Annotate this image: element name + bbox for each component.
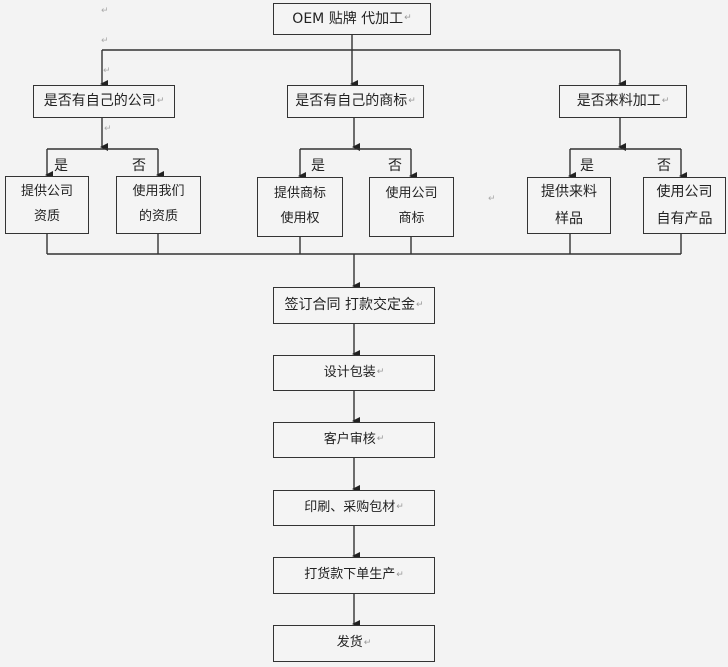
option-box-provide-trademark: 提供商标 使用权 <box>257 177 343 237</box>
yes-label: 是 <box>54 158 68 174</box>
step-text: 发货 <box>336 635 363 651</box>
option-box-own-products: 使用公司 自有产品 <box>643 177 726 234</box>
option-text: 使用公司 商标 <box>385 186 438 226</box>
return-mark: ↵ <box>376 367 385 378</box>
step-text: 印刷、采购包材 <box>304 499 396 515</box>
step-design-packaging: 设计包装↵ <box>273 355 435 391</box>
return-mark: ↵ <box>661 95 670 106</box>
return-mark: ↵ <box>408 95 416 106</box>
question-box-company: 是否有自己的公司↵ <box>33 85 175 118</box>
return-mark: ↵ <box>156 95 165 106</box>
return-mark: ↵ <box>103 66 111 76</box>
step-payment-production: 打货款下单生产↵ <box>273 557 435 594</box>
option-text: 使用公司 自有产品 <box>656 183 713 227</box>
return-mark: ↵ <box>396 502 404 513</box>
yes-label: 是 <box>580 158 594 174</box>
option-box-use-company-trademark: 使用公司 商标 <box>369 177 454 237</box>
question-label: 是否来料加工 <box>576 93 661 110</box>
option-box-use-our-credentials: 使用我们 的资质 <box>116 176 201 234</box>
question-label: 是否有自己的公司 <box>43 93 156 110</box>
step-shipping: 发货↵ <box>273 625 435 662</box>
return-mark: ↵ <box>101 36 109 46</box>
step-text: 设计包装 <box>323 364 376 380</box>
return-mark: ↵ <box>104 124 112 134</box>
step-text: 打货款下单生产 <box>304 567 396 583</box>
no-label: 否 <box>388 158 402 174</box>
step-customer-review: 客户审核↵ <box>273 422 435 458</box>
title-text: OEM 贴牌 代加工 <box>292 10 404 27</box>
option-box-provide-company: 提供公司 资质 <box>5 176 89 234</box>
return-mark: ↵ <box>396 569 404 580</box>
step-text: 签订合同 打款交定金 <box>284 297 415 314</box>
no-label: 否 <box>657 158 671 174</box>
question-box-material: 是否来料加工↵ <box>559 85 687 118</box>
return-mark: ↵ <box>363 637 372 648</box>
step-sign-contract: 签订合同 打款交定金↵ <box>273 287 435 324</box>
no-label: 否 <box>132 158 146 174</box>
option-text: 提供来料 样品 <box>541 183 597 227</box>
option-text: 提供商标 使用权 <box>273 186 326 226</box>
step-text: 客户审核 <box>323 431 376 447</box>
return-mark: ↵ <box>488 194 496 204</box>
step-printing-procurement: 印刷、采购包材↵ <box>273 490 435 526</box>
return-mark: ↵ <box>404 13 412 24</box>
option-box-provide-samples: 提供来料 样品 <box>527 177 611 234</box>
option-text: 使用我们 的资质 <box>132 184 185 224</box>
title-box: OEM 贴牌 代加工↵ <box>273 3 431 35</box>
return-mark: ↵ <box>415 299 424 310</box>
question-box-trademark: 是否有自己的商标↵ <box>287 85 424 118</box>
return-mark: ↵ <box>376 434 385 445</box>
yes-label: 是 <box>311 158 325 174</box>
question-label: 是否有自己的商标 <box>295 93 408 110</box>
return-mark: ↵ <box>101 6 109 16</box>
option-text: 提供公司 资质 <box>20 184 73 224</box>
